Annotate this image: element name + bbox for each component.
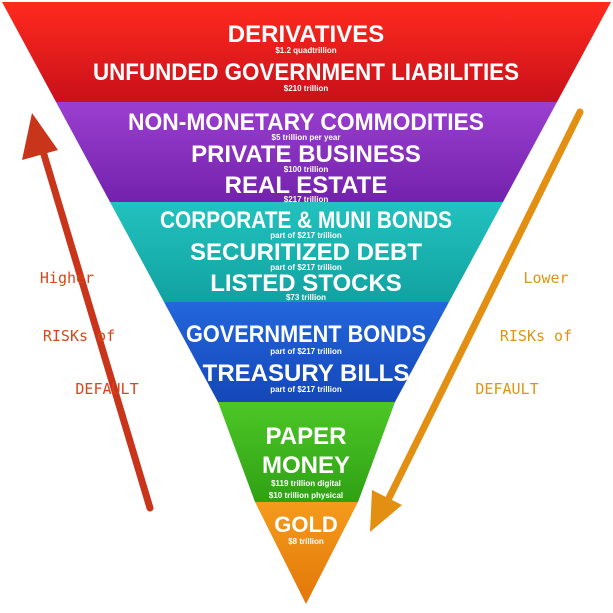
tier-value-real-estate: $217 trillion bbox=[284, 195, 329, 204]
tier-band-paper-money bbox=[218, 402, 395, 502]
tier-band-derivatives bbox=[2, 2, 611, 102]
tier-value-securitized-debt: part of $217 trillion bbox=[270, 263, 342, 272]
tier-value-unfunded-liabilities: $210 trillion bbox=[284, 84, 329, 93]
right-arrow-down bbox=[384, 108, 584, 504]
tier-title-listed-stocks: LISTED STOCKS bbox=[210, 270, 402, 297]
tier-title-securitized-debt: SECURITIZED DEBT bbox=[190, 239, 422, 266]
right-label-default: DEFAULT bbox=[475, 380, 538, 398]
left-label-risks-of: RISKs of bbox=[43, 327, 115, 345]
tier-band-bonds-stocks bbox=[110, 202, 503, 302]
tier-title-treasury-bills: TREASURY BILLS bbox=[203, 360, 410, 387]
left-arrow-up bbox=[38, 144, 154, 512]
tier-value-digital-money: $119 trillion digital bbox=[271, 479, 341, 488]
tier-title-paper: PAPER bbox=[266, 423, 347, 450]
tier-value-treasury-bills: part of $217 trillion bbox=[270, 385, 342, 394]
tier-value-non-monetary-commodities: $5 trillion per year bbox=[272, 133, 341, 142]
tier-title-real-estate: REAL ESTATE bbox=[225, 172, 388, 199]
right-arrow-head bbox=[370, 490, 402, 532]
tier-title-government-bonds: GOVERNMENT BONDS bbox=[186, 321, 426, 348]
tier-title-corporate-muni-bonds: CORPORATE & MUNI BONDS bbox=[160, 207, 452, 234]
tier-title-private-business: PRIVATE BUSINESS bbox=[191, 141, 421, 168]
tier-value-gold: $8 trillion bbox=[288, 537, 324, 546]
tier-value-derivatives: $1.2 quadtrillion bbox=[275, 46, 336, 55]
tier-title-gold: GOLD bbox=[274, 512, 338, 537]
left-label-higher: Higher bbox=[40, 269, 94, 287]
tier-value-government-bonds: part of $217 trillion bbox=[270, 347, 342, 356]
tier-band-commodities bbox=[56, 102, 557, 202]
tier-title-non-monetary-commodities: NON-MONETARY COMMODITIES bbox=[128, 109, 484, 136]
tier-value-private-business: $100 trillion bbox=[284, 165, 329, 174]
tier-title-money: MONEY bbox=[262, 452, 350, 479]
tier-value-corporate-muni-bonds: part of $217 trillion bbox=[270, 231, 342, 240]
tier-value-listed-stocks: $73 trillion bbox=[286, 293, 326, 302]
left-arrow-head bbox=[22, 113, 58, 160]
right-label-risks-of: RISKs of bbox=[500, 327, 572, 345]
right-label-lower: Lower bbox=[523, 269, 568, 287]
tier-title-unfunded-liabilities: UNFUNDED GOVERNMENT LIABILITIES bbox=[93, 59, 519, 86]
tier-title-derivatives: DERIVATIVES bbox=[228, 21, 384, 48]
left-label-default: DEFAULT bbox=[75, 380, 138, 398]
tier-band-government bbox=[164, 302, 449, 402]
tier-value-physical-money: $10 trillion physical bbox=[269, 491, 343, 500]
tier-band-gold bbox=[255, 502, 358, 604]
